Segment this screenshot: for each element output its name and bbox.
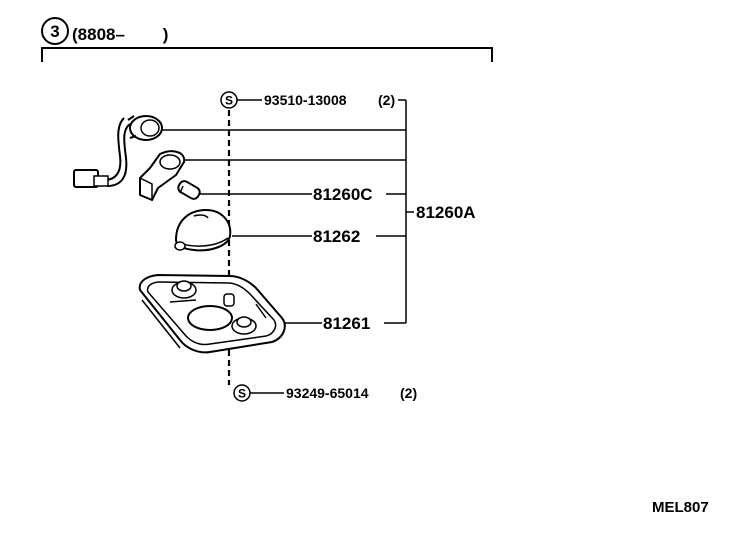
callout-lens[interactable]: 81262 [232,227,406,246]
drawing-code: MEL807 [652,499,709,516]
lens-dome-icon [174,209,232,252]
bulb-part-number: 81260C [313,185,373,204]
callout-assembly[interactable]: 81260A [162,100,476,323]
group-number-circle [41,17,69,45]
header-bracket [41,47,493,62]
bulb-icon [177,180,201,200]
group-number: 3 [50,22,59,41]
housing-part-number: 81261 [323,314,370,333]
screw-symbol-bottom-text: S [238,387,246,401]
header: 3 (8808– ) [41,17,493,62]
screw-bottom-qty: (2) [400,385,417,401]
screw-top-qty: (2) [378,92,395,108]
screw-top-part-number: 93510-13008 [264,92,347,108]
callout-screw-top[interactable]: S 93510-13008 (2) [220,91,406,109]
callout-bulb[interactable]: 81260C [200,185,406,204]
callout-housing[interactable]: 81261 [284,314,406,333]
callout-screw-bottom[interactable]: S 93249-65014 (2) [233,384,417,402]
production-range-label: (8808– ) [72,25,168,44]
wire-harness-icon [73,115,163,188]
screw-bottom-part-number: 93249-65014 [286,385,369,401]
screw-symbol-top-text: S [225,94,233,108]
housing-base-icon [138,274,286,354]
lens-part-number: 81262 [313,227,360,246]
mounting-bracket-icon [139,150,186,201]
assembly-part-number: 81260A [416,203,476,222]
